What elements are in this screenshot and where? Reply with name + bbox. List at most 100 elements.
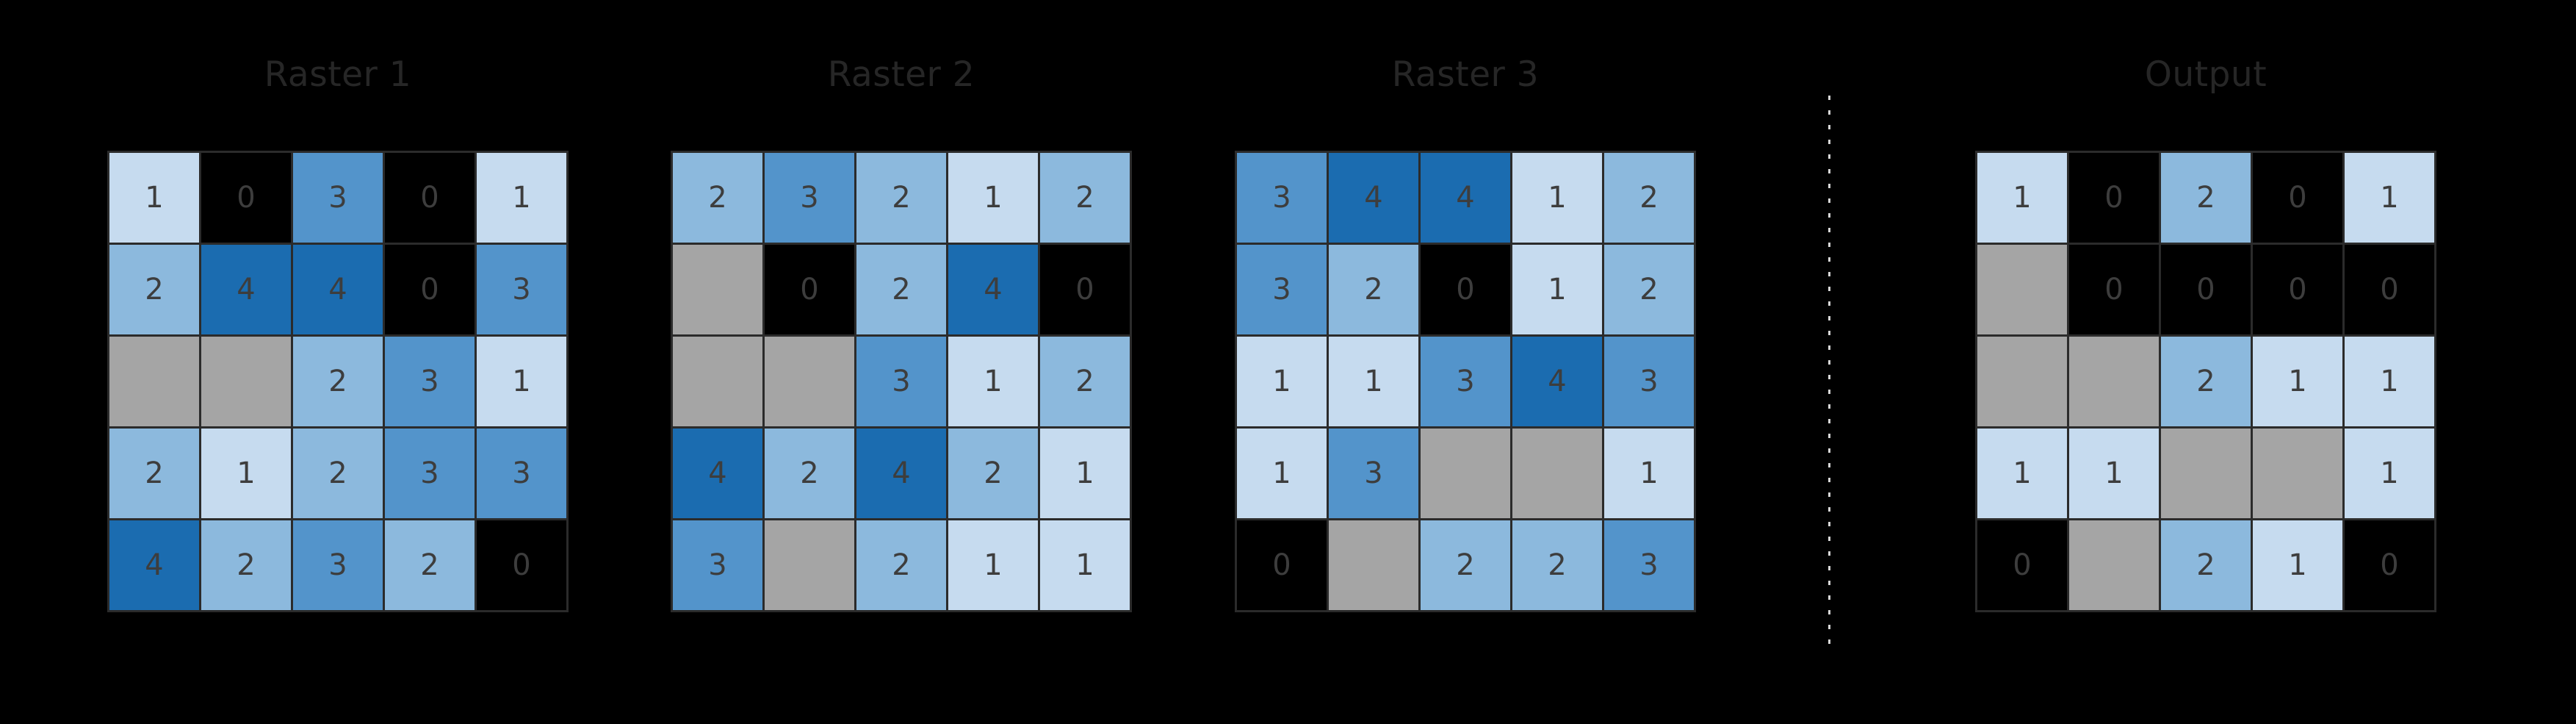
raster-cell: 3 bbox=[385, 337, 475, 426]
raster-cell: 2 bbox=[1040, 153, 1130, 243]
raster-cell: 1 bbox=[1512, 245, 1602, 334]
raster-cell: 4 bbox=[109, 520, 199, 610]
raster-cell: 3 bbox=[385, 429, 475, 518]
raster-cell: 3 bbox=[765, 153, 854, 243]
raster-cell: 0 bbox=[1237, 520, 1327, 610]
raster-cell: 1 bbox=[477, 337, 566, 426]
raster-cell: 1 bbox=[1237, 337, 1327, 426]
panel-title: Raster 3 bbox=[1391, 54, 1540, 95]
raster-cell bbox=[1329, 520, 1418, 610]
raster-cell: 3 bbox=[477, 245, 566, 334]
raster-cell: 2 bbox=[109, 429, 199, 518]
raster-cell: 2 bbox=[948, 429, 1038, 518]
raster-cell: 0 bbox=[477, 520, 566, 610]
raster-cell: 1 bbox=[1977, 429, 2067, 518]
panel-title: Raster 1 bbox=[264, 54, 412, 95]
raster-cell: 4 bbox=[856, 429, 946, 518]
raster-cell: 1 bbox=[2253, 337, 2342, 426]
raster-cell: 3 bbox=[1237, 245, 1327, 334]
raster-cell: 0 bbox=[1040, 245, 1130, 334]
raster-cell: 2 bbox=[856, 153, 946, 243]
raster-cell bbox=[1421, 429, 1510, 518]
raster-cell: 0 bbox=[1421, 245, 1510, 334]
raster-cell: 1 bbox=[201, 429, 291, 518]
raster-cell: 2 bbox=[1512, 520, 1602, 610]
raster-cell: 3 bbox=[1421, 337, 1510, 426]
raster-cell bbox=[2069, 520, 2159, 610]
raster-cell: 1 bbox=[1604, 429, 1694, 518]
raster-cell: 0 bbox=[2069, 245, 2159, 334]
raster-cell: 1 bbox=[1237, 429, 1327, 518]
raster-cell: 2 bbox=[856, 520, 946, 610]
raster-cell: 2 bbox=[2161, 337, 2251, 426]
raster-cell: 0 bbox=[2345, 245, 2434, 334]
raster-cell: 0 bbox=[385, 153, 475, 243]
raster-cell: 4 bbox=[1329, 153, 1418, 243]
raster-cell: 1 bbox=[1512, 153, 1602, 243]
raster-cell bbox=[2161, 429, 2251, 518]
raster-cell: 1 bbox=[477, 153, 566, 243]
raster-cell bbox=[765, 337, 854, 426]
raster-cell: 3 bbox=[293, 153, 383, 243]
raster-cell: 1 bbox=[2069, 429, 2159, 518]
raster-cell: 4 bbox=[201, 245, 291, 334]
raster-cell: 1 bbox=[109, 153, 199, 243]
raster-cell: 1 bbox=[948, 337, 1038, 426]
raster-cell: 1 bbox=[1040, 429, 1130, 518]
raster-cell: 4 bbox=[673, 429, 762, 518]
raster-cell: 1 bbox=[2345, 337, 2434, 426]
raster-cell: 3 bbox=[1237, 153, 1327, 243]
raster-cell bbox=[1512, 429, 1602, 518]
raster-cell: 2 bbox=[1421, 520, 1510, 610]
raster-cell: 2 bbox=[2161, 153, 2251, 243]
raster-cell bbox=[109, 337, 199, 426]
raster-cell: 1 bbox=[948, 153, 1038, 243]
raster-cell: 2 bbox=[765, 429, 854, 518]
raster-cell: 3 bbox=[673, 520, 762, 610]
raster-cell bbox=[765, 520, 854, 610]
raster-cell: 2 bbox=[109, 245, 199, 334]
raster-cell bbox=[201, 337, 291, 426]
raster-cell bbox=[2253, 429, 2342, 518]
raster-cell: 4 bbox=[1421, 153, 1510, 243]
raster-cell: 0 bbox=[2069, 153, 2159, 243]
raster-cell: 2 bbox=[293, 337, 383, 426]
raster-cell: 0 bbox=[385, 245, 475, 334]
raster-cell: 1 bbox=[2345, 153, 2434, 243]
raster-cell: 2 bbox=[201, 520, 291, 610]
raster-cell: 2 bbox=[385, 520, 475, 610]
raster-cell: 2 bbox=[293, 429, 383, 518]
raster-cell: 2 bbox=[1604, 153, 1694, 243]
raster-cell: 4 bbox=[1512, 337, 1602, 426]
raster-cell: 0 bbox=[2253, 245, 2342, 334]
raster-cell: 1 bbox=[1977, 153, 2067, 243]
raster-cell: 2 bbox=[2161, 520, 2251, 610]
raster-cell: 1 bbox=[2345, 429, 2434, 518]
raster-cell: 3 bbox=[477, 429, 566, 518]
raster-cell: 4 bbox=[293, 245, 383, 334]
raster-cell bbox=[2069, 337, 2159, 426]
raster-cell: 0 bbox=[765, 245, 854, 334]
raster-cell: 3 bbox=[856, 337, 946, 426]
raster-cell: 0 bbox=[1977, 520, 2067, 610]
raster-cell: 2 bbox=[1329, 245, 1418, 334]
raster-cell: 0 bbox=[2253, 153, 2342, 243]
panel-title: Raster 2 bbox=[827, 54, 975, 95]
panel-title: Output bbox=[2144, 54, 2267, 95]
raster-cell: 4 bbox=[948, 245, 1038, 334]
raster-cell bbox=[673, 245, 762, 334]
raster-cell: 1 bbox=[1040, 520, 1130, 610]
dotted-vertical-separator-icon bbox=[1828, 96, 1830, 654]
raster-cell: 3 bbox=[1329, 429, 1418, 518]
raster-cell: 3 bbox=[1604, 337, 1694, 426]
raster-cell: 2 bbox=[673, 153, 762, 243]
raster-cell: 2 bbox=[1040, 337, 1130, 426]
